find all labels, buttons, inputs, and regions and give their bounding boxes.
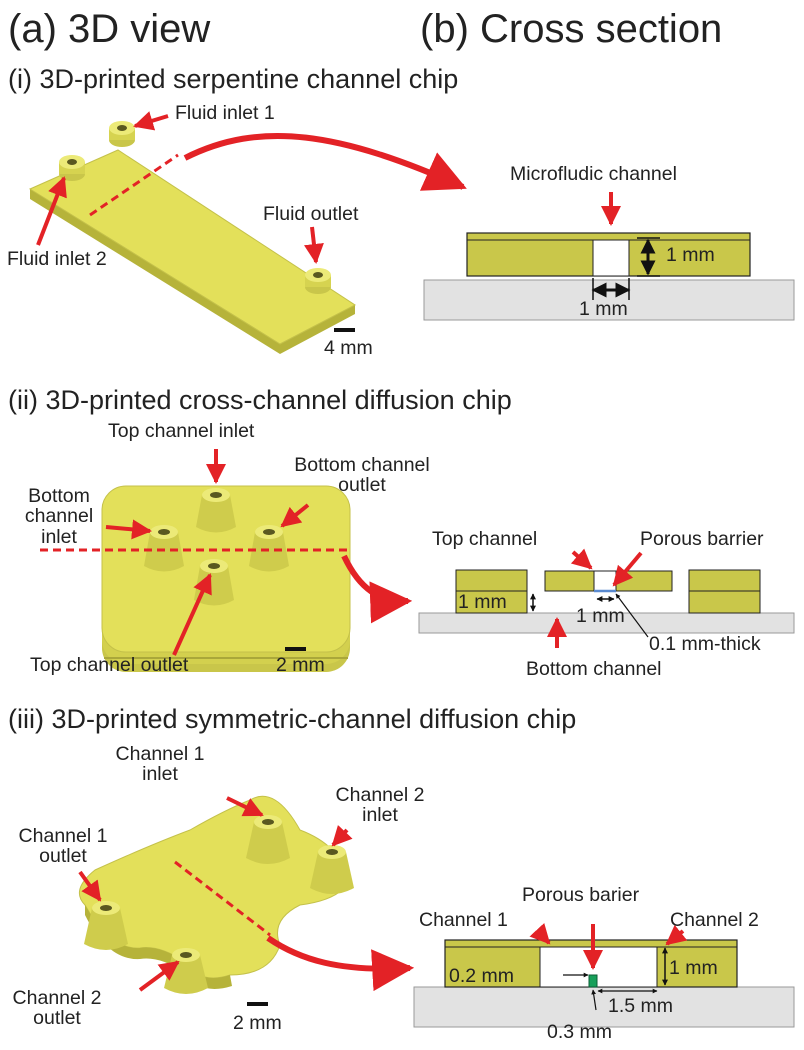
section-iii-title: (iii) 3D-printed symmetric-channel diffu…	[8, 704, 577, 734]
label-barrier-0-3mm: 0.3 mm	[547, 1021, 613, 1043]
arrow-outlet	[304, 226, 324, 264]
arrow-bottom-channel-inlet	[105, 519, 152, 540]
label-bottom-channel-inlet: Bottom channel inlet	[12, 485, 106, 548]
label-scale-2mm-iii: 2 mm	[233, 1012, 282, 1034]
serpentine-chip-3d	[28, 121, 356, 354]
label-channel-1-inlet-line2: inlet	[142, 763, 178, 786]
label-bottom-channel-inlet-line1: Bottom	[28, 485, 90, 507]
arrow-bottom-channel-outlet	[280, 503, 310, 528]
label-height-1mm-i: 1 mm	[666, 244, 715, 266]
bottom-channel-outlet-boss	[249, 525, 289, 572]
arrow-inlet-2	[36, 176, 67, 246]
label-scale-4mm: 4 mm	[324, 337, 373, 359]
label-bottom-channel: Bottom channel	[526, 658, 662, 680]
header-3d-view: (a) 3D view	[8, 7, 211, 51]
label-channel-2-outlet: Channel 2 outlet	[2, 988, 112, 1029]
label-thickness: 0.1 mm-thick	[649, 633, 761, 655]
arrow-top-channel	[570, 548, 593, 570]
label-top-channel: Top channel	[432, 528, 538, 550]
bottom-channel-inlet-boss	[144, 525, 184, 572]
label-fluid-outlet: Fluid outlet	[263, 203, 359, 225]
arrow-barrier-width	[591, 989, 597, 1011]
label-porous-barier: Porous barier	[522, 884, 640, 906]
channel-1-inlet-boss	[246, 815, 290, 864]
label-height-1mm-ii: 1 mm	[458, 591, 507, 613]
label-fluid-inlet-1: Fluid inlet 1	[175, 102, 275, 124]
arrow-channel-2-inlet	[331, 825, 353, 847]
cut-line	[89, 153, 179, 217]
arrow-thickness	[615, 593, 649, 638]
label-bottom-channel-inlet-line3: inlet	[41, 525, 77, 548]
channel-2-inlet-boss	[310, 845, 354, 894]
arrow-channel-2	[665, 924, 688, 946]
label-width-1-5mm: 1.5 mm	[608, 995, 674, 1017]
arrow-top-channel-outlet	[172, 573, 212, 656]
label-channel-1-outlet-line1: Channel 1	[18, 825, 108, 847]
arrow-channel-2-outlet	[138, 960, 180, 992]
top-channel-inlet-boss	[196, 488, 236, 533]
label-gap-0-2mm: 0.2 mm	[449, 965, 515, 987]
section-ii-title: (ii) 3D-printed cross-channel diffusion …	[8, 385, 512, 415]
arrow-porous-barrier	[612, 551, 643, 587]
fluid-outlet-port	[305, 268, 331, 294]
label-bottom-channel-outlet: Bottom channel outlet	[272, 455, 452, 496]
label-channel-1-inlet-line1: Channel 1	[115, 743, 205, 765]
label-channel-2-inlet-line2: inlet	[362, 804, 398, 827]
label-channel-2-outlet-line2: outlet	[33, 1007, 81, 1030]
label-width-1mm-ii: 1 mm	[576, 605, 625, 627]
big-arrow-iii	[266, 935, 415, 992]
label-bottom-channel-inlet-line2: channel	[24, 505, 94, 528]
serpentine-cross-section	[423, 232, 795, 321]
big-arrow-i	[183, 132, 467, 191]
label-width-1mm-i: 1 mm	[579, 298, 628, 320]
label-bottom-channel-outlet-line1: Bottom channel	[294, 454, 430, 476]
cross-channel-cross-section	[418, 569, 795, 634]
big-arrow-ii	[341, 554, 413, 624]
label-fluid-inlet-2: Fluid inlet 2	[7, 248, 107, 270]
label-microfludic-channel: Microfludic channel	[510, 163, 677, 185]
label-channel-1-outlet: Channel 1 outlet	[8, 826, 118, 867]
cut-line-iii	[174, 860, 271, 937]
arrow-inlet-1	[133, 111, 169, 131]
header-cross-section: (b) Cross section	[420, 7, 723, 51]
label-channel-2-outlet-line1: Channel 2	[12, 987, 102, 1009]
label-channel-1-outlet-line2: outlet	[39, 845, 87, 868]
label-bottom-channel-outlet-line2: outlet	[338, 474, 386, 497]
label-channel-2: Channel 2	[670, 909, 759, 931]
cross-channel-chip-3d	[40, 485, 351, 672]
porous-barrier-block	[588, 974, 598, 988]
fluid-inlet-2-port	[59, 155, 85, 181]
label-top-channel-inlet: Top channel inlet	[108, 420, 255, 442]
arrow-channel-1	[529, 922, 551, 945]
label-top-channel-outlet: Top channel outlet	[30, 654, 189, 676]
section-i-title: (i) 3D-printed serpentine channel chip	[8, 64, 459, 94]
symmetric-chip-3d	[78, 795, 354, 994]
label-channel-1: Channel 1	[419, 909, 508, 931]
label-channel-1-inlet: Channel 1 inlet	[105, 744, 215, 785]
label-height-1mm-iii: 1 mm	[669, 957, 718, 979]
fluid-inlet-1-port	[109, 121, 135, 147]
arrow-channel-1-inlet	[226, 796, 264, 817]
arrow-channel-1-outlet	[78, 870, 102, 902]
label-channel-2-inlet-line1: Channel 2	[335, 784, 425, 806]
channel-1-outlet-boss	[84, 901, 128, 950]
label-channel-2-inlet: Channel 2 inlet	[325, 785, 435, 826]
label-porous-barrier: Porous barrier	[640, 528, 764, 550]
label-scale-2mm-ii: 2 mm	[276, 654, 325, 676]
